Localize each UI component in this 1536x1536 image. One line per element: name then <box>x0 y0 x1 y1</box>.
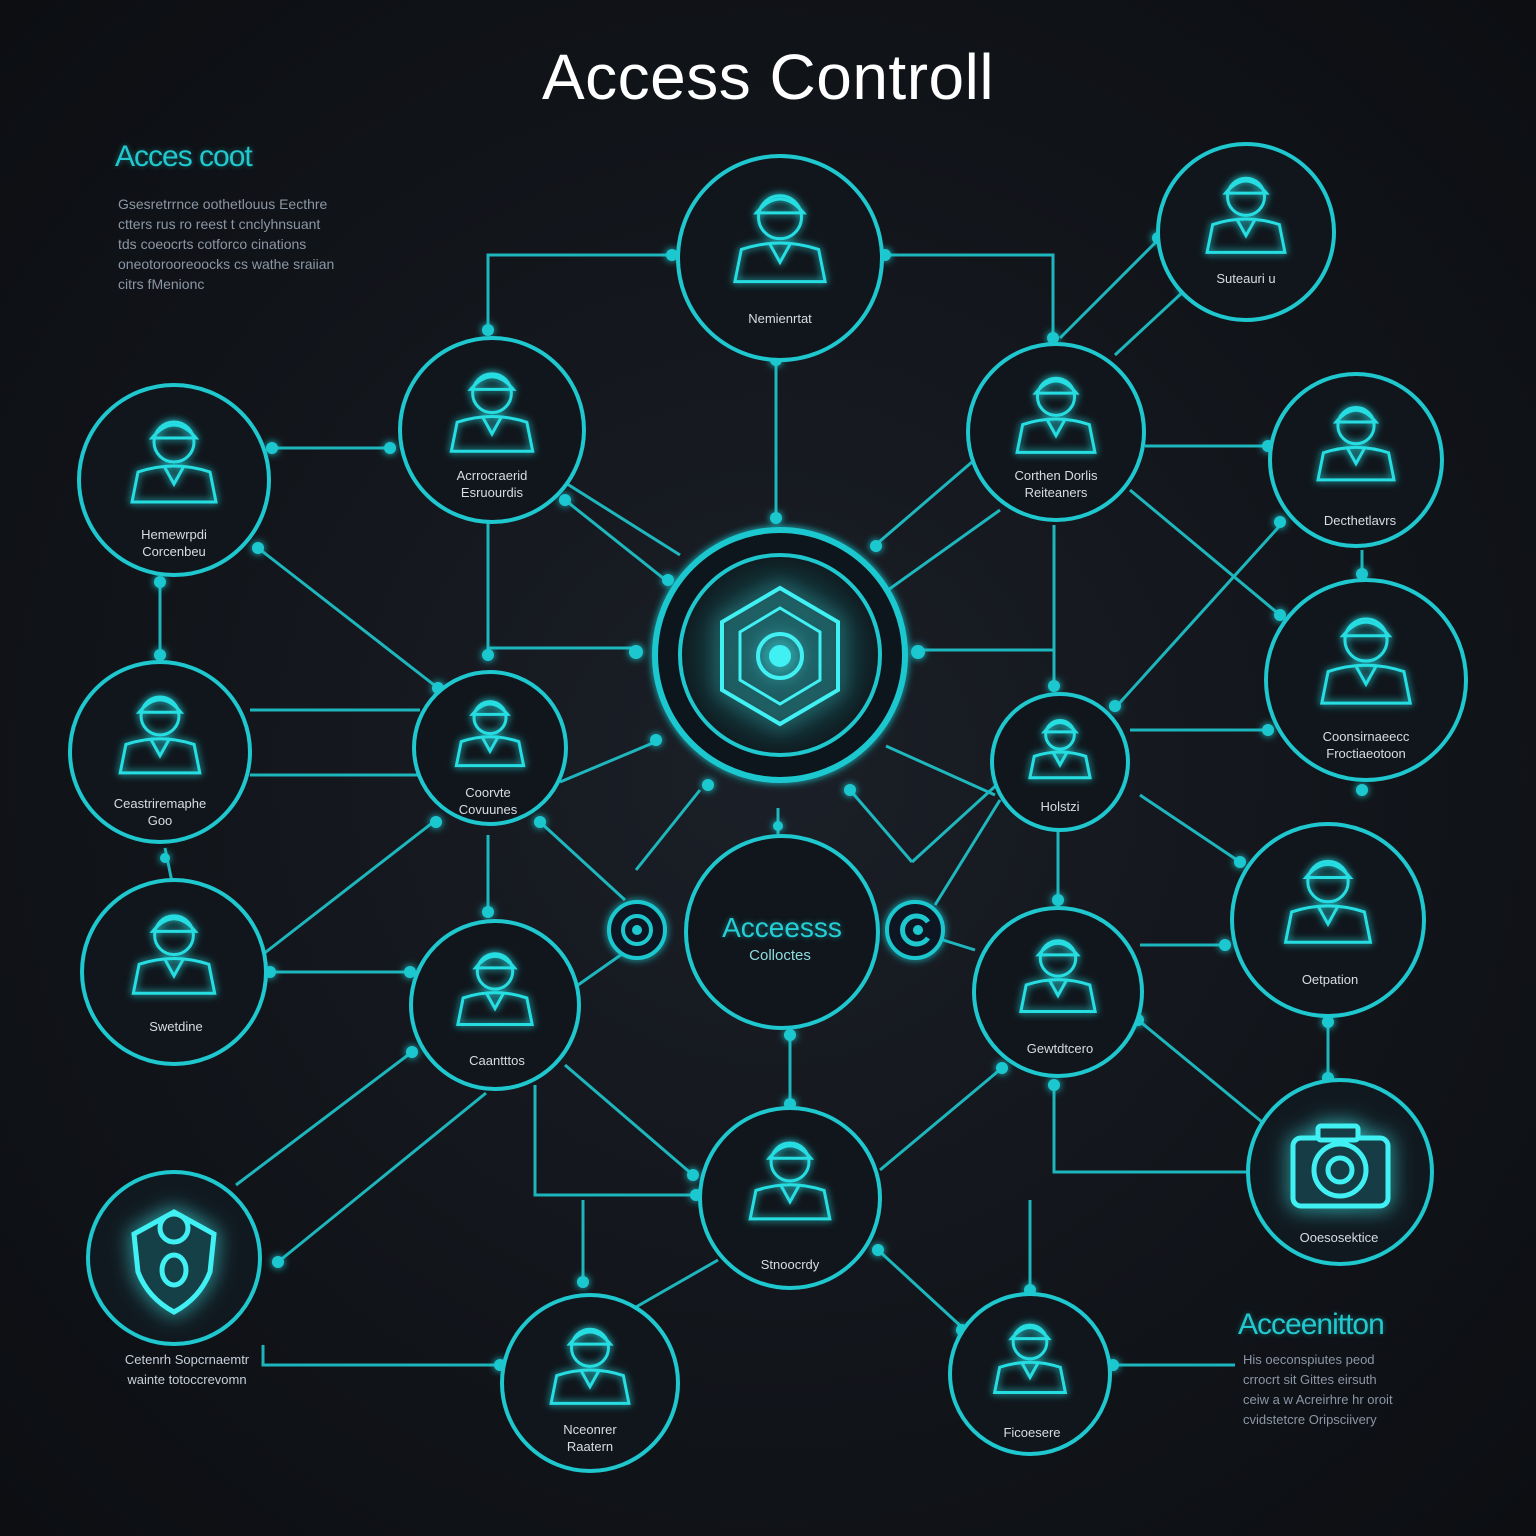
node-label-left-1: Hemewrpdi Corcenbeu <box>141 527 207 559</box>
user-mask-icon <box>118 695 202 775</box>
node-label-inner-right-1: Corthen Dorlis Reiteaners <box>1014 468 1098 500</box>
node-label-right-2: Coonsirnaeecc Froctiaeotoon <box>1322 729 1410 761</box>
lock-node[interactable] <box>86 1170 262 1346</box>
person-node-inner-right-2[interactable] <box>990 692 1130 832</box>
user-tool-icon <box>992 1323 1068 1395</box>
hexagon-eye-icon <box>720 585 840 727</box>
left-panel-text: Gsesretrrnce oothetlouus Eecthre ctters … <box>118 196 335 292</box>
user-badge-icon <box>1015 376 1097 454</box>
person-node-left-2[interactable] <box>68 660 252 844</box>
person-node-top[interactable] <box>676 154 884 362</box>
right-panel-text: His oeconspiutes peod crrocrt sit Gittes… <box>1243 1352 1393 1427</box>
person-node-left-1[interactable] <box>77 383 271 577</box>
camera-node[interactable] <box>1246 1078 1434 1266</box>
node-label-inner-left-3: Caantttos <box>469 1053 525 1068</box>
person-nodes <box>68 142 1468 1473</box>
person-node-bottom-right[interactable] <box>948 1292 1112 1456</box>
camera-icon <box>1290 1123 1391 1209</box>
node-label-top: Nemienrtat <box>748 311 812 326</box>
person-node-inner-left-1[interactable] <box>398 336 586 524</box>
left-ring-node[interactable] <box>607 900 667 960</box>
node-label-inner-left-1: Acrrocraerid Esruourdis <box>456 468 528 500</box>
right-panel-heading: Acceenitton <box>1238 1308 1385 1341</box>
user-glasses-icon <box>449 372 535 453</box>
node-label-inner-left-2: Coorvte Covuunes <box>458 785 518 817</box>
node-label-top-right: Suteauri u <box>1216 271 1276 286</box>
page-title: Access Controll <box>541 41 995 113</box>
person-node-inner-right-3[interactable] <box>972 906 1144 1078</box>
left-panel-heading: Acces coot <box>115 140 253 173</box>
user-camera-icon <box>1019 939 1097 1013</box>
node-label-right-3: Oetpation <box>1301 972 1359 987</box>
user-desk-icon <box>1205 176 1287 254</box>
person-node-bottom-left[interactable] <box>500 1293 680 1473</box>
user-visor-icon <box>131 914 217 995</box>
node-label-bottom-center: Stnoocrdy <box>760 1257 820 1272</box>
access-center-title: Acceesss <box>722 912 842 943</box>
node-label-inner-right-3: Gewtdtcero <box>1026 1041 1094 1056</box>
user-cone-icon <box>1283 859 1373 944</box>
access-center-node[interactable] <box>684 834 880 1030</box>
person-node-left-3[interactable] <box>80 878 268 1066</box>
connector-lines <box>158 238 1364 1367</box>
bottom-left-caption: Cetenrh Sopcrnaemtr wainte totoccrevomn <box>124 1352 250 1387</box>
right-ring-node[interactable] <box>885 900 945 960</box>
user-icon <box>733 194 827 284</box>
person-node-right-1[interactable] <box>1268 372 1444 548</box>
person-node-top-right[interactable] <box>1156 142 1336 322</box>
user-cap-icon <box>130 420 218 504</box>
node-label-right-4: Ooesosektice <box>1299 1230 1379 1245</box>
node-label-bottom-left: Nceonrer Raatern <box>563 1422 617 1454</box>
person-node-right-3[interactable] <box>1230 822 1426 1018</box>
user-cap-icon <box>1316 405 1396 482</box>
node-label-inner-right-2: Holstzi <box>1040 799 1080 814</box>
user-camera-icon <box>1319 617 1413 705</box>
person-node-inner-left-2[interactable] <box>412 670 568 826</box>
user-cap-icon <box>748 1141 832 1221</box>
access-center-subtitle: Colloctes <box>749 947 811 964</box>
user-goggles-icon <box>549 1327 631 1405</box>
node-label-left-3: Swetdine <box>149 1019 203 1034</box>
person-node-bottom-center[interactable] <box>698 1106 882 1290</box>
node-label-bottom-right: Ficoesere <box>1003 1425 1061 1440</box>
node-label-left-2: Ceastriremaphe Goo <box>113 796 207 828</box>
node-label-right-1: Decthetlavrs <box>1323 513 1397 528</box>
person-node-inner-right-1[interactable] <box>966 342 1146 522</box>
user-desk-icon <box>456 952 534 1026</box>
shield-lock-icon <box>131 1209 217 1315</box>
person-node-inner-left-3[interactable] <box>409 919 581 1091</box>
user-hood-icon <box>1028 718 1092 780</box>
person-node-right-2[interactable] <box>1264 578 1468 782</box>
user-helmet-icon <box>454 700 526 768</box>
core-hub[interactable] <box>652 527 908 783</box>
